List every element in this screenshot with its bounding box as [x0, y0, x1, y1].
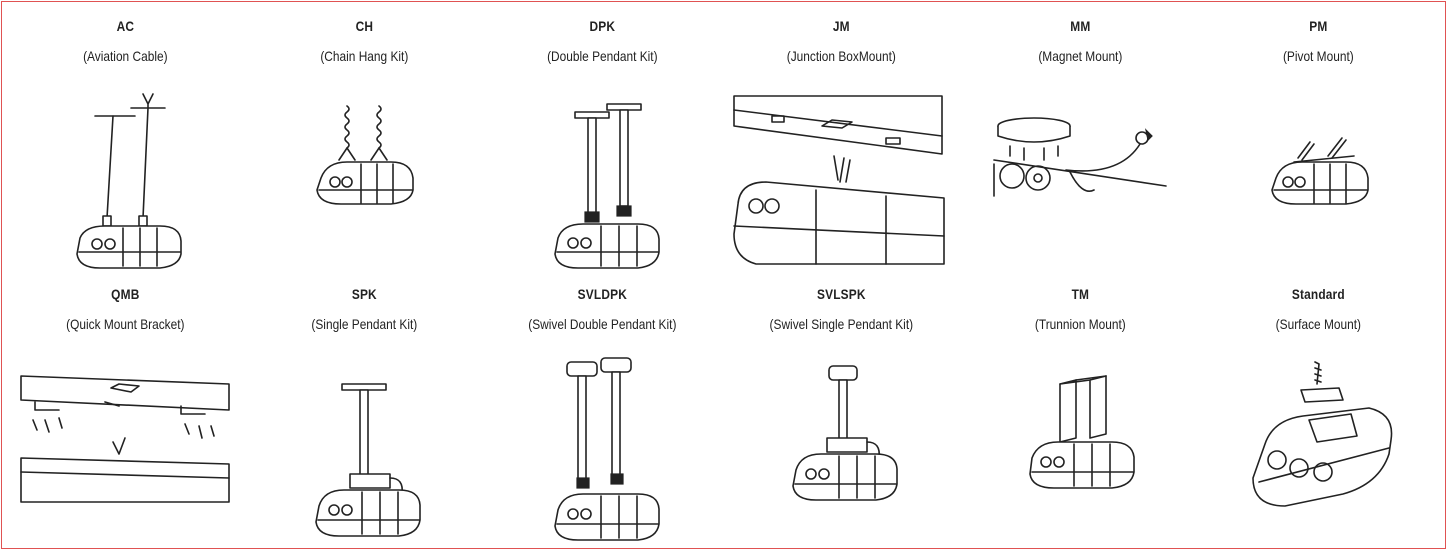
mount-description: (Magnet Mount)	[1037, 48, 1122, 64]
mount-code: Standard	[1292, 286, 1346, 302]
mount-code: AC	[116, 18, 135, 34]
chain-hang-kit-icon	[245, 86, 484, 274]
aviation-cable-mount-icon	[6, 86, 245, 274]
single-pendant-kit-icon	[245, 354, 484, 542]
mount-option-tm: TM (Trunnion Mount)	[961, 276, 1200, 544]
mount-option-svldpk: SVLDPK (Swivel Double Pendant Kit)	[483, 276, 722, 544]
mount-description: (Chain Hang Kit)	[319, 48, 408, 64]
surface-mount-icon	[1199, 354, 1438, 542]
mount-description: (Quick Mount Bracket)	[66, 316, 185, 332]
mount-option-ac: AC (Aviation Cable)	[6, 8, 245, 276]
junction-box-mount-icon	[722, 86, 961, 274]
mount-description: (Pivot Mount)	[1283, 48, 1355, 64]
mount-description: (Surface Mount)	[1275, 316, 1362, 332]
mount-description: (Junction BoxMount)	[786, 48, 896, 64]
mount-option-standard: Standard (Surface Mount)	[1199, 276, 1438, 544]
mount-option-qmb: QMB (Quick Mount Bracket)	[6, 276, 245, 544]
double-pendant-kit-icon	[483, 86, 722, 274]
pivot-mount-icon	[1199, 86, 1438, 274]
swivel-double-pendant-kit-icon	[483, 354, 722, 542]
mount-description: (Swivel Single Pendant Kit)	[769, 316, 914, 332]
mount-description: (Double Pendant Kit)	[547, 48, 658, 64]
mount-option-svlspk: SVLSPK (Swivel Single Pendant Kit)	[722, 276, 961, 544]
mount-option-pm: PM (Pivot Mount)	[1199, 8, 1438, 276]
mount-code: SVLSPK	[817, 286, 866, 302]
mount-option-jm: JM (Junction BoxMount)	[722, 8, 961, 276]
mount-option-dpk: DPK (Double Pendant Kit)	[483, 8, 722, 276]
mount-code: MM	[1069, 18, 1091, 34]
mount-description: (Trunnion Mount)	[1034, 316, 1126, 332]
mount-code: JM	[832, 18, 850, 34]
mount-code: SVLDPK	[578, 286, 628, 302]
mount-code: CH	[355, 18, 373, 34]
mount-description: (Single Pendant Kit)	[311, 316, 417, 332]
mount-option-spk: SPK (Single Pendant Kit)	[245, 276, 484, 544]
mount-code: SPK	[351, 286, 377, 302]
mount-code: DPK	[589, 18, 616, 34]
mount-code: PM	[1309, 18, 1328, 34]
swivel-single-pendant-kit-icon	[722, 354, 961, 542]
mount-description: (Swivel Double Pendant Kit)	[528, 316, 677, 332]
mount-code: QMB	[111, 286, 140, 302]
magnet-mount-icon	[961, 86, 1200, 274]
quick-mount-bracket-icon	[6, 354, 245, 542]
mount-option-ch: CH (Chain Hang Kit)	[245, 8, 484, 276]
mount-code: TM	[1071, 286, 1089, 302]
mount-option-mm: MM (Magnet Mount)	[961, 8, 1200, 276]
mount-options-grid: AC (Aviation Cable) CH (Chain Hang Kit)	[6, 8, 1438, 544]
mount-description: (Aviation Cable)	[83, 48, 168, 64]
trunnion-mount-icon	[961, 354, 1200, 542]
